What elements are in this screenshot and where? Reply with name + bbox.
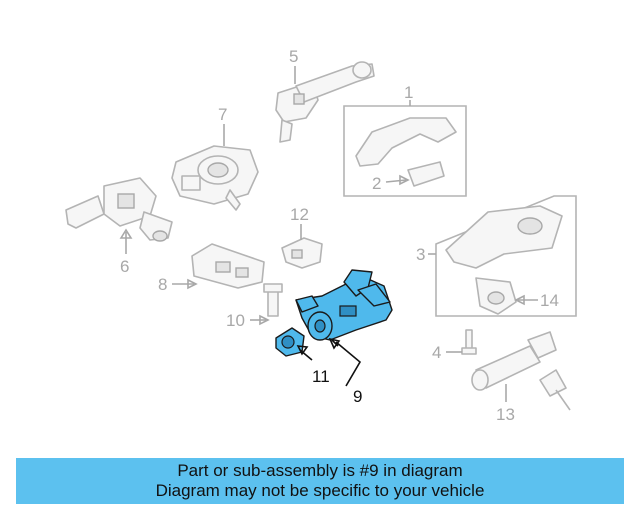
arrow-10 xyxy=(259,314,270,326)
part-3-group-box xyxy=(435,195,577,317)
callout-1: 1 xyxy=(404,83,413,102)
callout-14: 14 xyxy=(540,291,559,310)
part-9-ignition-housing-highlighted xyxy=(295,269,393,341)
arrow-14 xyxy=(514,294,525,306)
part-12-bracket xyxy=(281,237,323,269)
leader-2 xyxy=(385,179,407,183)
arrow-9 xyxy=(328,337,341,350)
arrow-8 xyxy=(187,278,198,290)
callout-3: 3 xyxy=(416,245,425,264)
arrow-6 xyxy=(119,228,133,239)
arrow-11 xyxy=(296,345,309,356)
part-4-screw xyxy=(461,329,477,355)
arrow-2 xyxy=(399,174,410,186)
part-5-turn-signal-switch xyxy=(275,61,375,143)
part-13-lock-cylinder xyxy=(471,331,571,411)
caption-line-2: Diagram may not be specific to your vehi… xyxy=(155,481,485,500)
callout-4: 4 xyxy=(432,343,441,362)
callout-2: 2 xyxy=(372,174,381,193)
callout-7: 7 xyxy=(218,105,227,124)
part-6-wiper-switch xyxy=(65,177,173,242)
callout-8: 8 xyxy=(158,275,167,294)
callout-9: 9 xyxy=(353,387,362,406)
callout-12: 12 xyxy=(290,205,309,224)
leader-11 xyxy=(299,349,313,361)
caption-banner: Part or sub-assembly is #9 in diagram Di… xyxy=(16,458,624,504)
callout-11: 11 xyxy=(312,367,330,386)
part-1-group-box xyxy=(343,105,467,197)
callout-6: 6 xyxy=(120,257,129,276)
part-11-switch-highlighted xyxy=(275,327,305,357)
caption-line-1: Part or sub-assembly is #9 in diagram xyxy=(177,461,463,480)
callout-5: 5 xyxy=(289,47,298,66)
parts-diagram: 5 7 6 1 2 3 14 xyxy=(65,47,577,424)
leader-9 xyxy=(331,339,362,387)
callout-13: 13 xyxy=(496,405,515,424)
callout-10: 10 xyxy=(226,311,245,330)
part-7-clock-spring xyxy=(171,145,259,211)
part-8-module xyxy=(191,243,265,289)
part-10-bolt xyxy=(263,283,283,317)
